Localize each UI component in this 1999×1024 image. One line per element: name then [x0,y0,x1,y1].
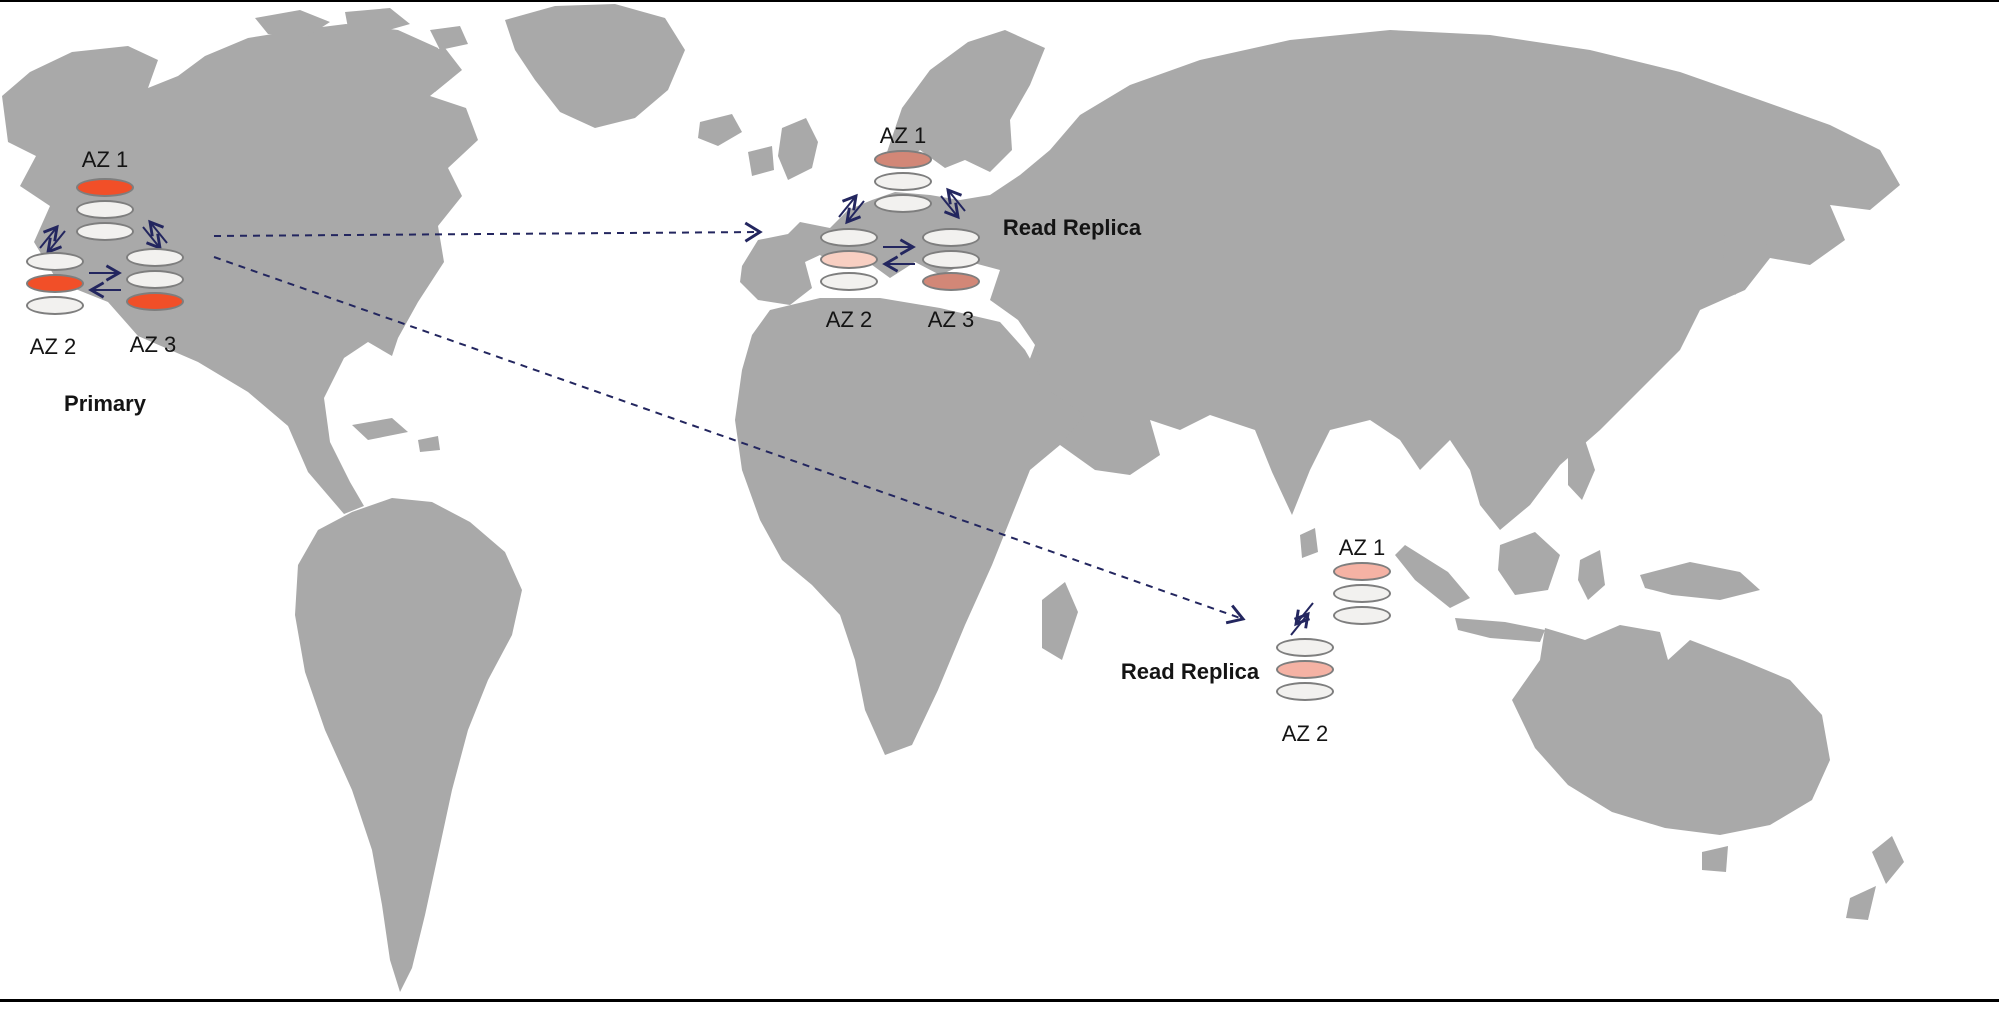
cluster-read-replica-europe: AZ 1 AZ 2 AZ 3 Read Replica [800,115,1180,355]
disk-bottom [26,296,84,315]
disk-bottom [76,222,134,241]
scandinavia-landmass [886,30,1045,172]
disk-top [76,178,134,197]
africa-landmass [735,298,1085,755]
disk-top [820,228,878,247]
disk-middle [26,274,84,293]
disk-top [26,252,84,271]
disk-top [126,248,184,267]
disk-middle [922,250,980,269]
disk-middle [874,172,932,191]
japan-landmass [1722,215,1768,295]
disk-middle [1276,660,1334,679]
europe-az1-label: AZ 1 [879,123,927,148]
disk-top [1333,562,1391,581]
figure-top-border [0,0,1999,2]
europe-az2-az3-replication-arrows-icon [882,238,916,273]
disk-bottom [1333,606,1391,625]
europe-az1-database-icon [874,150,932,213]
primary-az2-az3-replication-arrows-icon [88,264,122,299]
primary-az1-az2-replication-arrows-icon [39,224,66,255]
cluster-primary: AZ 1 AZ 2 AZ 3 Primary [0,140,240,440]
caribbean-islands-landmass [352,418,440,452]
madagascar-landmass [1042,582,1078,660]
disk-bottom [126,292,184,311]
cross-region-arrow-primary-to-europe-icon [213,221,763,243]
disk-middle [126,270,184,289]
primary-az1-database-icon [76,178,134,241]
primary-az2-label: AZ 2 [29,334,77,359]
primary-az2-database-icon [26,252,84,315]
apac-az1-az2-replication-arrows-icon [1290,602,1314,636]
greenland-landmass [505,4,685,128]
disk-bottom [874,194,932,213]
primary-az3-label: AZ 3 [129,332,177,357]
british-isles-landmass [748,118,818,180]
iceland-landmass [698,114,742,146]
apac-az2-database-icon [1276,638,1334,701]
disk-middle [820,250,878,269]
south-america-landmass [295,498,522,992]
primary-az3-database-icon [126,248,184,311]
disk-bottom [820,272,878,291]
disk-bottom [1276,682,1334,701]
tasmania-new-zealand-landmass [1702,836,1904,920]
cluster-read-replica-apac: AZ 1 AZ 2 Read Replica [1120,530,1440,760]
europe-az3-label: AZ 3 [927,307,975,332]
australia-landmass [1512,625,1830,835]
europe-az1-az2-replication-arrows-icon [838,193,865,225]
disk-middle [1333,584,1391,603]
southeast-asia-islands-landmass [1300,440,1760,642]
north-america-landmass [2,24,478,514]
disk-bottom [922,272,980,291]
apac-az1-database-icon [1333,562,1391,625]
europe-role-label: Read Replica [1002,215,1142,240]
disk-top [874,150,932,169]
apac-role-label: Read Replica [1120,659,1260,684]
world-map-landmasses [2,4,1904,992]
europe-az2-label: AZ 2 [825,307,873,332]
apac-az2-label: AZ 2 [1281,721,1329,746]
apac-az1-label: AZ 1 [1338,535,1386,560]
disk-top [1276,638,1334,657]
primary-az1-az3-replication-arrows-icon [142,219,168,251]
primary-az1-label: AZ 1 [81,147,129,172]
primary-role-label: Primary [64,391,146,416]
europe-az3-database-icon [922,228,980,291]
arctic-islands-landmass [255,8,468,92]
disk-top [922,228,980,247]
europe-az1-az3-replication-arrows-icon [940,187,966,220]
europe-az2-database-icon [820,228,878,291]
figure-bottom-border [0,999,1999,1002]
disk-middle [76,200,134,219]
